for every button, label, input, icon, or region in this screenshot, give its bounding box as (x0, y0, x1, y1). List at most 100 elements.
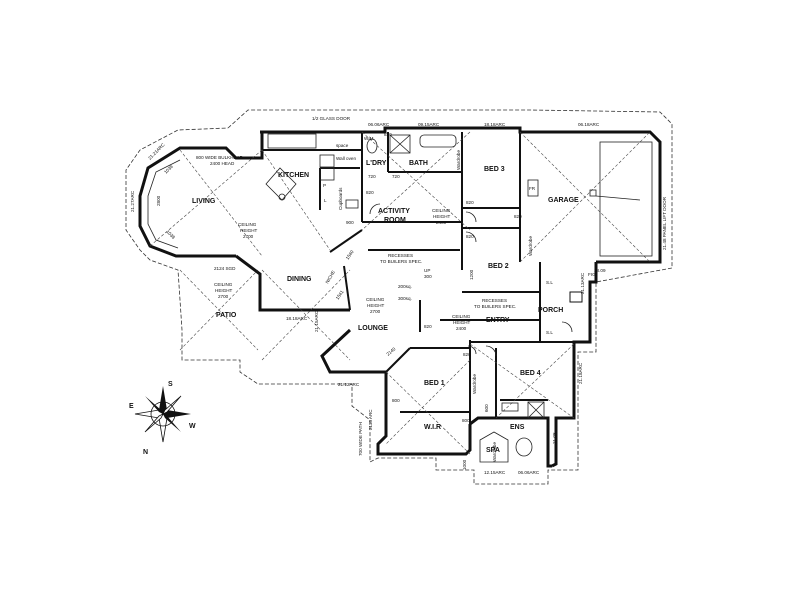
room-living: LIVING (192, 198, 216, 205)
ceiling-patio-3: 2700 (218, 294, 229, 299)
room-ens: ENS (510, 424, 525, 431)
room-wir: W.I.R (424, 424, 441, 431)
compass-e: E (129, 403, 134, 410)
ceiling-entry-3: 2400 (456, 326, 467, 331)
dim-820-e: 820 (424, 324, 432, 329)
sgd-note: 2124 SGD (214, 266, 236, 271)
wardrobe-bath-note: Wardrobe (456, 150, 461, 170)
bulkhead-head-note: 2400 HEAD (210, 161, 235, 166)
dim-820-d: 820 (514, 214, 522, 219)
bulkhead-note: 800 WIDE BULKHEAD (196, 155, 244, 160)
dim-820-a: 820 (366, 190, 374, 195)
fr-note: FR (529, 186, 536, 191)
dim-1200: 1200 (469, 269, 474, 280)
dim-820-b: 820 (466, 200, 474, 205)
dim-820-c: 820 (466, 234, 474, 239)
room-labels: LIVING KITCHEN L'DRY BATH BED 3 GARAGE A… (192, 160, 579, 454)
dim-1038-a: 1038 (163, 164, 174, 175)
room-bed2: BED 2 (488, 263, 509, 270)
sl-note-2: S.L (546, 330, 553, 335)
room-ldry: L'DRY (366, 160, 387, 167)
ceiling-entry-2: HEIGHT (453, 320, 471, 325)
room-spa: SPA (486, 447, 500, 454)
niche-note: NICHE (325, 270, 336, 285)
dim-2115: 21.15ARC (314, 310, 319, 332)
plan-notes: 800 WIDE BULKHEAD 2400 HEAD 1/2 GLASS DO… (196, 116, 667, 462)
door-swings (369, 203, 573, 357)
dim-1818-top: 18.18ARC (484, 122, 506, 127)
wm-note: W/M (364, 136, 374, 141)
dim-0915: 09.15ARC (418, 122, 440, 127)
dim-2127: 21.27ARC (130, 190, 135, 212)
dim-2113: 21.13ARC (580, 272, 585, 294)
dim-800-a: 800 (392, 398, 400, 403)
dim-820-g: 820 (384, 132, 392, 137)
dim-2140: 2140 (385, 346, 396, 357)
linen-note: L (324, 198, 327, 203)
ensuite-detail (479, 401, 545, 463)
interior-walls (262, 132, 574, 424)
ceiling-lounge-1: CEILING (366, 297, 385, 302)
up-note-1: UP (424, 268, 430, 273)
dim-2112: 21.12ARC (338, 382, 360, 387)
room-bath: BATH (409, 160, 428, 167)
compass-n: N (143, 449, 148, 456)
porch-pillar (569, 291, 583, 303)
ceiling-living-2: HEIGHT (240, 228, 258, 233)
ceiling-lounge-2: HEIGHT (367, 303, 385, 308)
dim-1541: 1541 (335, 289, 345, 301)
room-porch: PORCH (538, 307, 563, 314)
panel-lift-note: 21.48 PANEL LIFT DOOR (662, 196, 667, 250)
room-patio: PATIO (216, 312, 237, 319)
dim-600: 600 (484, 404, 489, 412)
wall-oven-note: Wall oven (336, 156, 356, 161)
up-note-2: 300 (424, 274, 432, 279)
dim-2118-path: 2118 ARC (368, 409, 373, 430)
bay-window (147, 159, 181, 249)
room-dining: DINING (287, 276, 312, 283)
wardrobe-ens-note: Wardrobe (492, 442, 497, 462)
compass-w: W (189, 423, 196, 430)
ceiling-living-1: CEILING (238, 222, 257, 227)
room-garage: GARAGE (548, 197, 579, 204)
dim-820-f: 820 (463, 352, 471, 357)
dim-2800: 2800 (156, 195, 161, 206)
sl-note-1: S.L (546, 280, 553, 285)
ceiling-activity-3: 2400 (436, 220, 447, 225)
recesses-2b: TO BUILERS SPEC. (474, 304, 516, 309)
sq300-note: 300sq. (398, 296, 412, 301)
dim-0606-bot: 06.06ARC (518, 470, 540, 475)
dim-2118: 21.18ARC (578, 362, 583, 384)
compass-s: S (168, 381, 173, 388)
ceiling-living-3: 2700 (243, 234, 254, 239)
dim-900: 900 (346, 220, 354, 225)
room-kitchen: KITCHEN (278, 172, 309, 179)
ceiling-patio-2: HEIGHT (215, 288, 233, 293)
ceiling-activity-2: HEIGHT (433, 214, 451, 219)
dim-0606-top: 06.06ARC (368, 122, 390, 127)
roof-outline (125, 109, 673, 485)
recesses-2a: RECESSES (482, 298, 507, 303)
compass-rose: S E W N (129, 381, 196, 456)
recesses-1b: TO BUILERS SPEC. (380, 259, 422, 264)
wide-path-note: 700 WIDE PATH (358, 422, 363, 456)
pantry-note: P (323, 183, 326, 188)
dim-1038-b: 1038 (165, 229, 176, 240)
dim-0618: 06.18ARC (578, 122, 600, 127)
ceiling-entry-1: CEILING (452, 314, 471, 319)
dim-1215: 12.15ARC (484, 470, 506, 475)
dim-800-b: 800 (462, 418, 470, 423)
dim-1818-dining: 18.18ARC (286, 316, 308, 321)
dim-2108: 21.08 (552, 432, 557, 444)
room-activity: ACTIVITY (378, 208, 410, 215)
fig-note: FIG (588, 272, 596, 277)
room-activity-2: ROOM (384, 217, 406, 224)
kitchen-fittings (265, 133, 359, 209)
dim-1809: 18.09 (594, 268, 606, 273)
wardrobe-bed1-note: Wardrobe (472, 374, 477, 394)
room-bed3: BED 3 (484, 166, 505, 173)
garage-detail (527, 141, 653, 257)
wardrobe-bed2-note: Wardrobe (528, 236, 533, 256)
room-entry: ENTRY (486, 317, 510, 324)
